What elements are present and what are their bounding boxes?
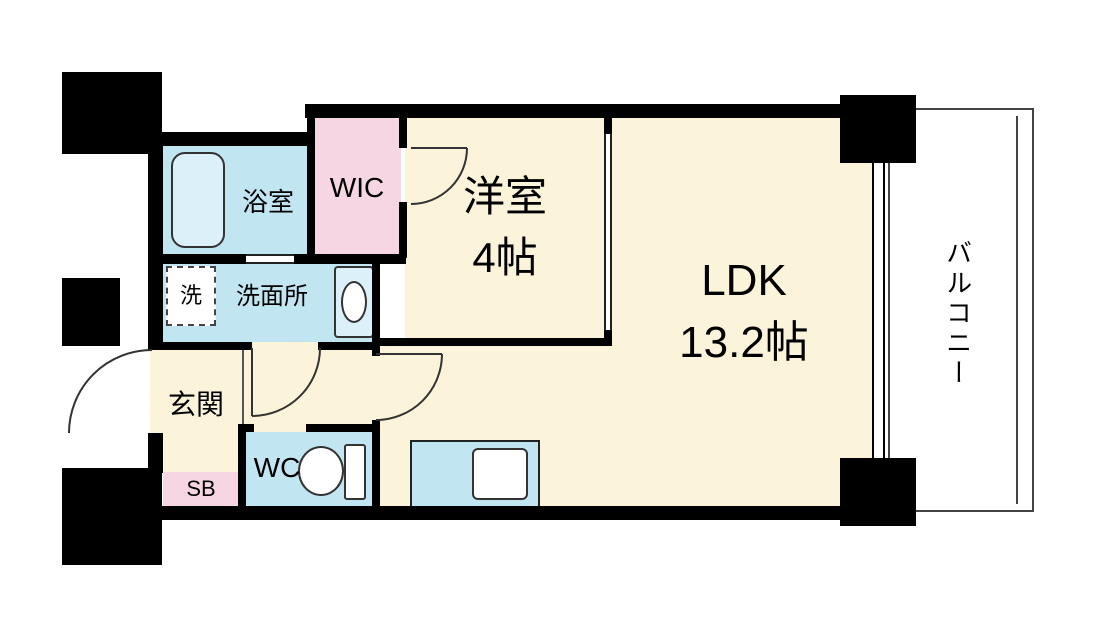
washroom-label: 洗面所: [214, 282, 330, 312]
pillar-bottom-left: [62, 468, 162, 565]
entrance-label: 玄関: [150, 388, 242, 422]
wall-top-main: [305, 104, 850, 118]
pillar-top-left: [62, 72, 162, 154]
entrance-step-line: [242, 350, 244, 424]
wall-bedroom-ldk-stub-bottom: [604, 330, 612, 342]
wall-wic-bedroom-top: [399, 118, 407, 148]
balcony-rail-line: [1016, 116, 1018, 504]
wall-wc-left: [238, 424, 246, 508]
wall-under-bath-a: [150, 254, 246, 264]
ldk-floor: [608, 112, 880, 508]
wall-bottom: [150, 506, 852, 520]
balcony-area: [888, 108, 1034, 512]
wall-hall-corridor-lower: [372, 420, 380, 508]
bedroom-ldk-sliding-door: [604, 134, 612, 330]
balcony-label-text: バルコニー: [942, 239, 973, 389]
kitchen-sink: [472, 448, 528, 500]
washer-label: 洗: [179, 282, 202, 308]
bath-label-text: 浴室: [241, 187, 294, 218]
wall-bath-wic: [307, 118, 315, 258]
wic-label-text: WIC: [329, 172, 385, 204]
shoebox-label: SB: [186, 475, 216, 501]
wall-hall-corridor-stub: [372, 338, 380, 356]
ldk-size: 13.2帖: [679, 318, 809, 367]
ldk-label: LDK 13.2帖: [610, 250, 878, 376]
wc-label: WC: [248, 450, 306, 486]
bedroom-label: 洋室 4帖: [405, 164, 605, 284]
wall-washroom-right: [372, 254, 380, 350]
wall-left-upper: [148, 132, 163, 350]
wall-washroom-bottom-b: [318, 342, 380, 350]
entrance-label-text: 玄関: [167, 389, 224, 421]
wall-wc-top-a: [238, 424, 254, 432]
wall-under-bath-b: [294, 254, 406, 264]
washbasin-bowl: [341, 281, 367, 323]
bath-label: 浴室: [222, 187, 314, 218]
pillar-bottom-right: [840, 458, 916, 526]
toilet-bowl: [298, 446, 344, 496]
entrance-door-arc: [68, 349, 153, 434]
bath-sliding-door: [246, 254, 294, 264]
washbasin-vanity: [334, 266, 374, 338]
wall-top-bath: [150, 132, 315, 146]
pillar-mid-left: [62, 278, 120, 346]
washroom-label-text: 洗面所: [236, 282, 308, 310]
wic-room: [313, 118, 401, 254]
wall-washroom-bottom-a: [150, 342, 252, 350]
ldk-name: LDK: [701, 256, 787, 305]
balcony-window: [872, 161, 885, 460]
pillar-top-right: [840, 95, 916, 163]
wic-label: WIC: [313, 170, 401, 206]
bedroom-name: 洋室: [462, 173, 547, 220]
washer-box: 洗: [166, 266, 216, 326]
bedroom-size: 4帖: [472, 234, 538, 281]
wall-left-lower-stub: [148, 433, 163, 473]
wall-bedroom-ldk-stub-top: [604, 112, 612, 134]
wall-wc-top-b: [306, 424, 378, 432]
wall-wic-bedroom-bottom: [399, 202, 407, 258]
wall-bedroom-bottom: [376, 338, 612, 346]
toilet-tank: [344, 444, 366, 500]
balcony-label: バルコニー: [936, 224, 978, 404]
bathtub: [171, 152, 225, 248]
wc-label-text: WC: [253, 452, 301, 484]
shoebox: SB: [163, 472, 239, 506]
